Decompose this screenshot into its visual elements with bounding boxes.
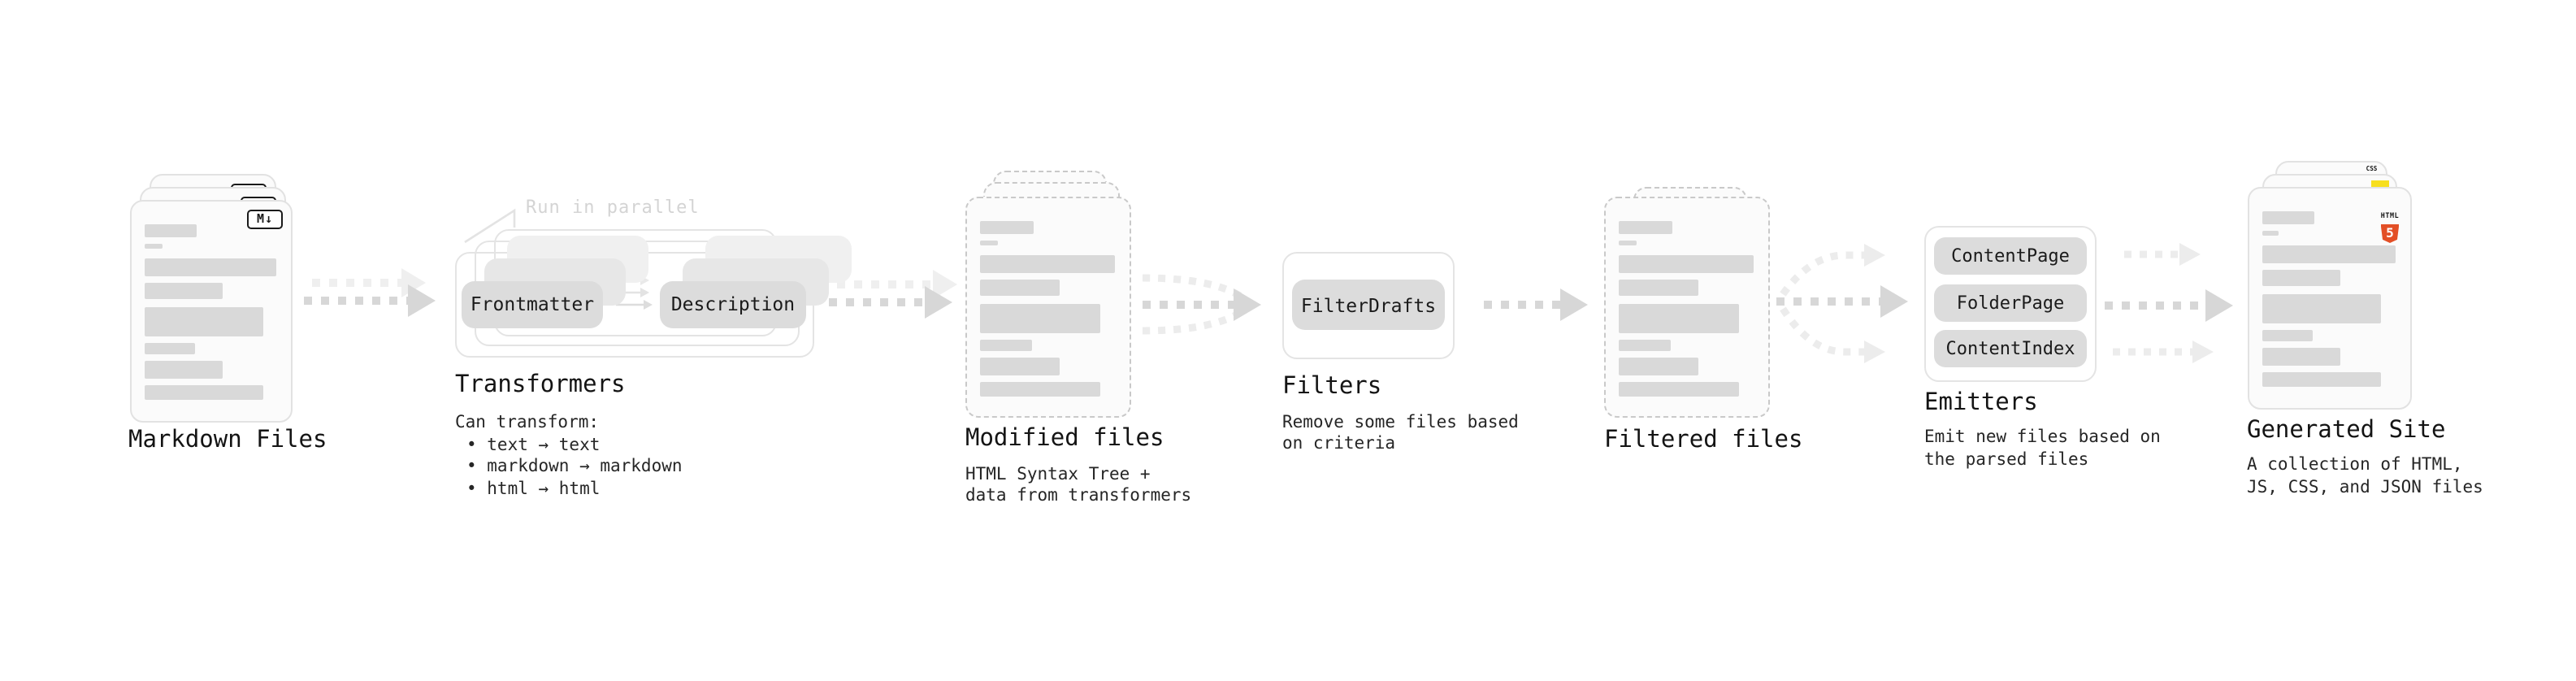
run-in-parallel-leader (464, 208, 516, 244)
skeleton-text-bar (980, 303, 1100, 332)
skeleton-text-bar (145, 243, 163, 248)
modified-files-label: Modified files (965, 426, 1164, 452)
emitter-box-contentindex: ContentIndex (1934, 330, 2087, 367)
emitter-box-contentpage: ContentPage (1934, 237, 2087, 275)
skeleton-text-bar (145, 384, 263, 399)
skeleton-text-bar (145, 223, 197, 236)
skeleton-text-bar (1619, 221, 1672, 234)
filtered-files-label: Filtered files (1604, 427, 1803, 453)
file-card-front (965, 196, 1131, 417)
html5-icon: HTML 5 (2380, 193, 2400, 243)
skeleton-text-bar (2262, 294, 2382, 323)
transformers-bullet: • text → text (466, 435, 601, 454)
skeleton-text-bar (2262, 348, 2341, 366)
skeleton-text-bar (1619, 255, 1754, 273)
skeleton-text-bar (980, 254, 1115, 272)
skeleton-text-bar (1619, 382, 1739, 397)
transformers-bullet: • markdown → markdown (466, 457, 683, 476)
arrow-filtered-to-emitters (1776, 244, 1908, 363)
skeleton-text-bar (2262, 245, 2396, 263)
arrow-modified-to-filters (1142, 274, 1261, 335)
skeleton-text-bar (2262, 330, 2314, 341)
modified-files-desc: HTML Syntax Tree + data from transformer… (965, 464, 1191, 508)
desc-line: A collection of HTML, (2247, 455, 2463, 475)
html5-wordmark: HTML (2380, 210, 2400, 219)
transformers-desc-heading: Can transform: (455, 413, 600, 432)
desc-line: Emit new files based on (1924, 427, 2161, 447)
arrow-filters-to-filtered (1484, 288, 1588, 321)
emitter-box-folderpage: FolderPage (1934, 284, 2087, 321)
markdown-files-label: Markdown Files (128, 427, 327, 453)
file-card-front: HTML 5 (2247, 187, 2412, 409)
skeleton-text-bar (145, 282, 223, 298)
file-card-front: M↓ (130, 199, 293, 422)
transformers-desc: Can transform: • text → text • markdown … (455, 413, 683, 501)
skeleton-text-bar (2262, 211, 2315, 224)
skeleton-text-bar (145, 342, 196, 354)
transformers-label: Transformers (455, 372, 626, 398)
arrow-markdown-to-transformers (304, 268, 436, 317)
skeleton-text-bar (980, 220, 1034, 233)
skeleton-text-bar (1619, 304, 1739, 333)
description-box: Description (660, 280, 806, 327)
markdown-icon: M↓ (247, 209, 283, 228)
desc-line: HTML Syntax Tree + (965, 464, 1151, 484)
skeleton-text-bar (980, 240, 998, 245)
skeleton-text-bar (2262, 231, 2279, 236)
skeleton-text-bar (980, 279, 1060, 295)
skeleton-text-bar (145, 306, 263, 336)
skeleton-text-bar (2262, 372, 2382, 387)
generated-site-label: Generated Site (2247, 417, 2446, 443)
skeleton-text-bar (980, 339, 1032, 350)
filterdrafts-box: FilterDrafts (1292, 280, 1445, 330)
arrow-transformers-to-modified (829, 270, 957, 319)
skeleton-text-bar (1619, 340, 1671, 351)
skeleton-text-bar (980, 381, 1100, 396)
html5-shield: 5 (2380, 223, 2400, 243)
emitters-desc: Emit new files based on the parsed files (1924, 427, 2161, 471)
skeleton-text-bar (145, 360, 223, 378)
filters-label: Filters (1282, 374, 1382, 400)
desc-line: JS, CSS, and JSON files (2247, 477, 2483, 497)
arrow-emitters-to-generated (2105, 243, 2233, 363)
file-card-front (1604, 197, 1770, 418)
desc-line: data from transformers (965, 486, 1192, 505)
emitters-label: Emitters (1924, 389, 2038, 415)
skeleton-text-bar (145, 258, 277, 275)
desc-line: Remove some files based (1282, 412, 1519, 432)
run-in-parallel-note: Run in parallel (526, 197, 700, 218)
skeleton-text-bar (1619, 280, 1698, 296)
skeleton-text-bar (980, 357, 1060, 375)
skeleton-text-bar (2262, 270, 2341, 286)
desc-line: the parsed files (1924, 449, 2089, 469)
transformers-bullet: • html → html (466, 479, 601, 498)
generated-site-desc: A collection of HTML, JS, CSS, and JSON … (2247, 455, 2483, 499)
filters-desc: Remove some files based on criteria (1282, 412, 1519, 456)
frontmatter-box: Frontmatter (462, 280, 603, 327)
desc-line: on criteria (1282, 434, 1396, 453)
skeleton-text-bar (1619, 241, 1637, 245)
skeleton-text-bar (1619, 358, 1698, 375)
